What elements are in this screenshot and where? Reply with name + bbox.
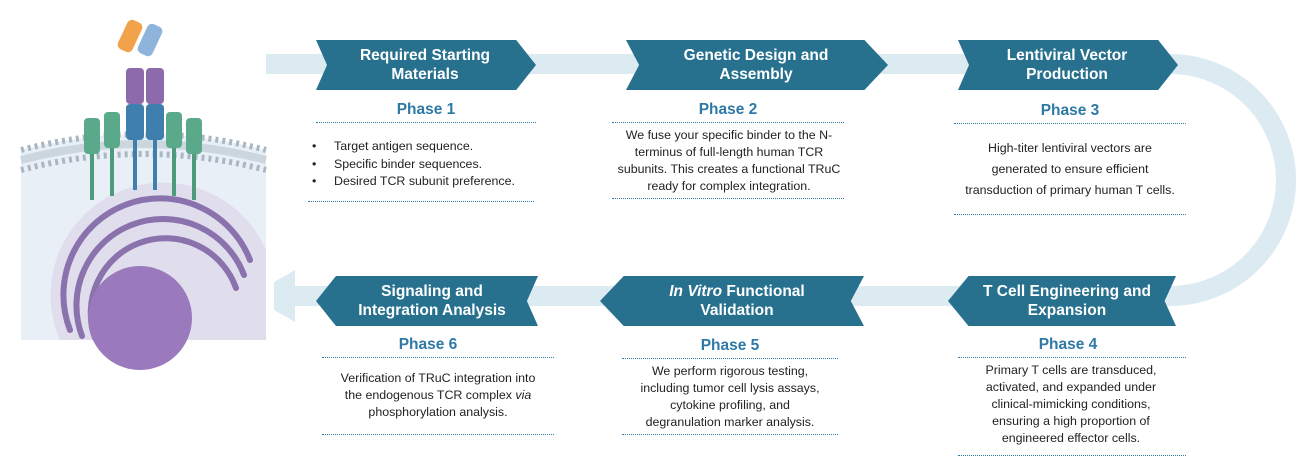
flow-track-tip [274, 282, 292, 310]
step-5-arrow: In Vitro Functional Validation [600, 276, 864, 326]
step-5-divider-top [622, 358, 838, 359]
description-line: activated, and expanded under [985, 380, 1157, 394]
description-line: Verification of TRuC integration into [340, 371, 536, 385]
step-3-divider-top [954, 123, 1186, 124]
description-line: ready for complex integration. [647, 179, 811, 193]
description-line: We fuse your specific binder to the N- [625, 128, 833, 142]
step-5-divider-bottom [622, 434, 838, 435]
step-1-title-line-1: Required Starting [359, 47, 491, 64]
step-4-title-line-2: Expansion [1027, 302, 1107, 319]
step-2-phase-label: Phase 2 [698, 101, 758, 118]
step-6-phase-label: Phase 6 [398, 336, 458, 353]
step-1-phase-label: Phase 1 [396, 101, 456, 118]
description-line: including tumor cell lysis assays, [640, 381, 820, 395]
step-5-title-line-2: Validation [700, 302, 774, 319]
step-1-requirements-list: Target antigen sequence. Specific binder… [308, 138, 538, 191]
description-line: clinical-mimicking conditions, [991, 397, 1151, 411]
description-line: We perform rigorous testing, [651, 364, 809, 378]
description-line: transduction of primary human T cells. [965, 183, 1175, 197]
list-item: Specific binder sequences. [308, 156, 538, 174]
trc-receptor [84, 19, 202, 200]
description-text: the endogenous TCR complex [344, 388, 516, 402]
step-4-divider-bottom [958, 455, 1186, 456]
description-line: subunits. This creates a functional TRuC [617, 162, 841, 176]
step-6-divider-bottom [322, 434, 554, 435]
step-6-divider-top [322, 357, 554, 358]
step-6-title-line-1: Signaling and [381, 283, 483, 300]
step-2-title-line-1: Genetic Design and [683, 47, 829, 64]
step-6-title-line-2: Integration Analysis [358, 302, 506, 319]
step-3-title-line-2: Production [1026, 66, 1108, 83]
step-2-divider-top [612, 122, 844, 123]
step-2-title-line-2: Assembly [719, 66, 793, 83]
description-line: phosphorylation analysis. [368, 405, 508, 419]
cell-illustration [19, 19, 268, 370]
step-3-description: High-titer lentiviral vectors are genera… [944, 138, 1196, 201]
step-5-description: We perform rigorous testing, including t… [606, 363, 854, 431]
step-6-description: Verification of TRuC integration into th… [308, 370, 568, 421]
step-5-phase-label: Phase 5 [700, 337, 760, 354]
step-2-divider-bottom [612, 198, 844, 199]
step-1-divider-bottom [308, 201, 534, 202]
description-line: degranulation marker analysis. [645, 415, 815, 429]
description-line: terminus of full-length human TCR [634, 145, 824, 159]
list-item: Desired TCR subunit preference. [308, 173, 538, 191]
step-4-description: Primary T cells are transduced, activate… [944, 362, 1198, 447]
step-1-title-line-2: Materials [391, 66, 459, 83]
step-5-title-line-1: In Vitro Functional [669, 282, 804, 301]
step-4-phase-label: Phase 4 [1038, 336, 1098, 353]
step-4-title-line-1: T Cell Engineering and [983, 283, 1151, 300]
description-line: generated to ensure efficient [991, 162, 1149, 176]
step-3-divider-bottom [954, 214, 1186, 215]
step-5-title-italic: In Vitro [669, 283, 723, 300]
description-line: High-titer lentiviral vectors are [988, 141, 1152, 155]
list-item: Target antigen sequence. [308, 138, 538, 156]
step-2-description: We fuse your specific binder to the N- t… [600, 127, 858, 195]
cell-membrane [19, 131, 268, 173]
description-line: cytokine profiling, and [670, 398, 790, 412]
description-line: Primary T cells are transduced, [985, 363, 1157, 377]
nucleus [50, 182, 267, 370]
description-italic: via [515, 388, 532, 402]
step-5-title-rest: Functional [722, 283, 805, 300]
step-4-divider-top [958, 357, 1186, 358]
step-3-phase-label: Phase 3 [1040, 102, 1100, 119]
description-line: engineered effector cells. [1001, 431, 1141, 445]
step-3-title-line-1: Lentiviral Vector [1006, 47, 1128, 64]
step-1-divider-top [316, 122, 536, 123]
description-line: ensuring a high proportion of [992, 414, 1150, 428]
description-line: the endogenous TCR complex via [308, 387, 568, 404]
